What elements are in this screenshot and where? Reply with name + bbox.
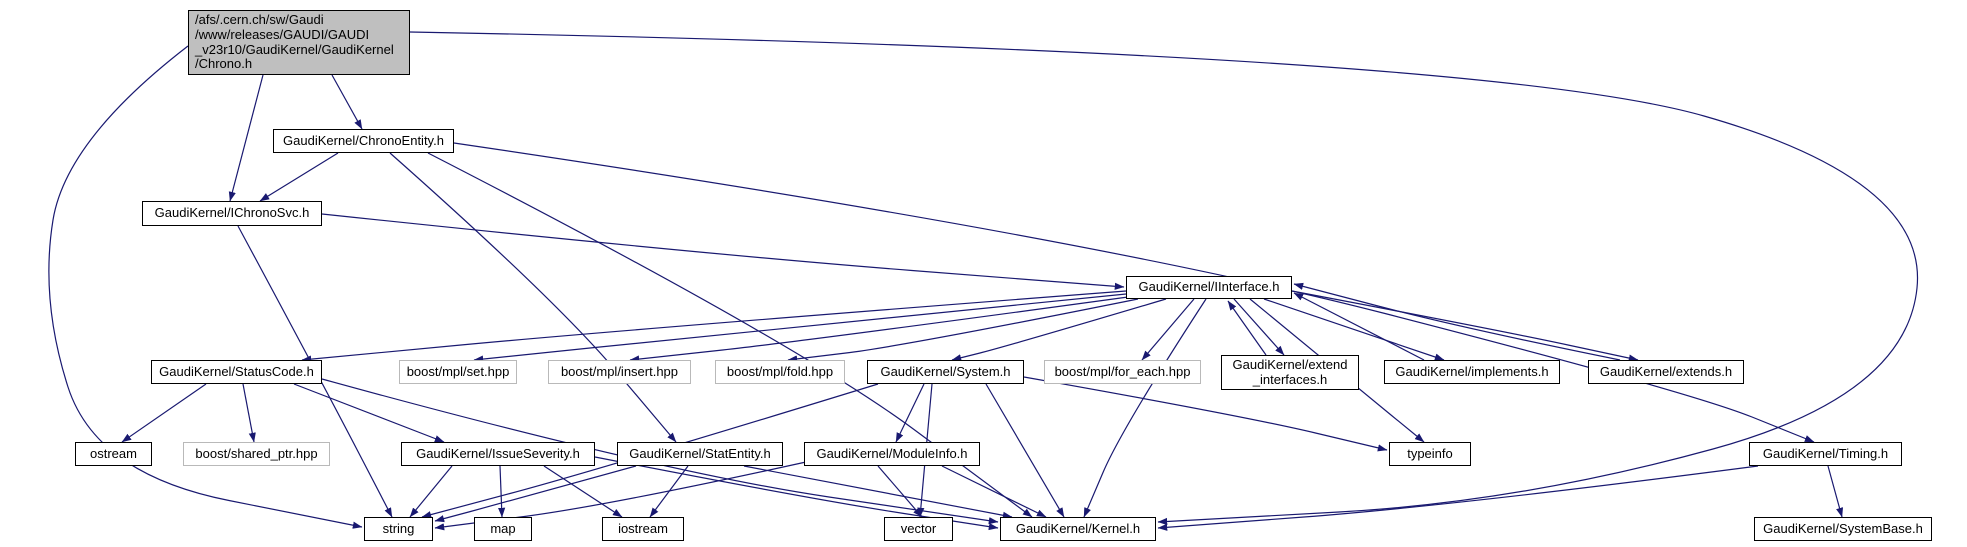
edge-implements-iinterface xyxy=(1293,292,1425,361)
edge-chrono-kernel xyxy=(409,31,1919,526)
edge-chrono-chronoentity xyxy=(331,74,363,130)
edge-system-moduleinfo xyxy=(895,383,925,443)
edge-moduleinfo-kernel xyxy=(941,465,1047,518)
node-mplforeach: boost/mpl/for_each.hpp xyxy=(1044,360,1201,384)
edge-iinterface-extends xyxy=(1291,290,1639,362)
edge-iinterface-statuscode xyxy=(301,290,1127,363)
node-issueseverity[interactable]: GaudiKernel/IssueSeverity.h xyxy=(401,442,595,466)
node-kernel[interactable]: GaudiKernel/Kernel.h xyxy=(1000,517,1156,541)
node-mplfold: boost/mpl/fold.hpp xyxy=(715,360,845,384)
edge-chronoentity-ichronosvc xyxy=(259,152,339,202)
node-vector: vector xyxy=(884,517,953,541)
node-mplinsert: boost/mpl/insert.hpp xyxy=(548,360,691,384)
node-chrono: /afs/.cern.ch/sw/Gaudi /www/releases/GAU… xyxy=(188,10,410,75)
edge-statentity-string xyxy=(434,465,637,523)
edge-statuscode-sharedptr xyxy=(242,383,256,443)
edge-issueseverity-map xyxy=(498,465,506,518)
node-iinterface[interactable]: GaudiKernel/IInterface.h xyxy=(1126,276,1292,299)
node-chronoentity[interactable]: GaudiKernel/ChronoEntity.h xyxy=(273,129,454,153)
edge-system-typeinfo xyxy=(1023,376,1388,452)
edge-system-kernel xyxy=(985,383,1065,518)
edge-iinterface-extendint xyxy=(1233,298,1285,356)
edge-iinterface-mplinsert xyxy=(629,296,1129,363)
node-system[interactable]: GaudiKernel/System.h xyxy=(867,360,1024,384)
edge-timing-systembase xyxy=(1827,465,1844,518)
node-systembase[interactable]: GaudiKernel/SystemBase.h xyxy=(1754,517,1932,541)
edge-statuscode-ostream xyxy=(121,383,207,443)
edge-iinterface-kernel xyxy=(1083,298,1207,518)
node-map: map xyxy=(474,517,532,541)
edge-iinterface-mplset xyxy=(473,293,1127,363)
edge-statuscode-issueseverity xyxy=(293,383,445,443)
node-implements[interactable]: GaudiKernel/implements.h xyxy=(1384,360,1560,384)
edge-issueseverity-string xyxy=(409,465,453,518)
edge-ichronosvc-iinterface xyxy=(321,213,1125,290)
node-extendint[interactable]: GaudiKernel/extend _interfaces.h xyxy=(1221,355,1359,390)
edge-issueseverity-iostream xyxy=(543,465,623,518)
node-timing[interactable]: GaudiKernel/Timing.h xyxy=(1749,442,1902,466)
node-statuscode[interactable]: GaudiKernel/StatusCode.h xyxy=(151,360,322,384)
edge-moduleinfo-string xyxy=(434,461,807,531)
node-string: string xyxy=(364,517,433,541)
edge-chrono-ichronosvc xyxy=(228,74,264,202)
edge-iinterface-mplfold xyxy=(787,298,1139,363)
node-extends[interactable]: GaudiKernel/extends.h xyxy=(1588,360,1744,384)
edge-chronoentity-statentity xyxy=(389,152,677,443)
edge-chronoentity-kernel xyxy=(427,152,1033,518)
edge-group xyxy=(48,31,1919,531)
node-ostream: ostream xyxy=(75,442,152,466)
node-ichronosvc[interactable]: GaudiKernel/IChronoSvc.h xyxy=(142,201,322,226)
node-statentity[interactable]: GaudiKernel/StatEntity.h xyxy=(617,442,783,466)
node-typeinfo: typeinfo xyxy=(1389,442,1471,466)
node-moduleinfo[interactable]: GaudiKernel/ModuleInfo.h xyxy=(804,442,980,466)
edge-iinterface-system xyxy=(951,298,1167,362)
edge-extends-iinterface xyxy=(1293,282,1621,361)
node-iostream: iostream xyxy=(602,517,684,541)
edge-extendint-iinterface xyxy=(1227,300,1267,356)
edge-timing-kernel xyxy=(1157,465,1759,531)
edge-iinterface-implements xyxy=(1263,298,1445,361)
edge-statentity-kernel xyxy=(743,465,1013,519)
edge-moduleinfo-vector xyxy=(877,465,923,518)
node-mplset: boost/mpl/set.hpp xyxy=(399,360,517,384)
node-sharedptr: boost/shared_ptr.hpp xyxy=(183,442,330,466)
edge-issueseverity-kernel xyxy=(594,456,999,531)
edge-iinterface-mplforeach xyxy=(1141,298,1195,361)
